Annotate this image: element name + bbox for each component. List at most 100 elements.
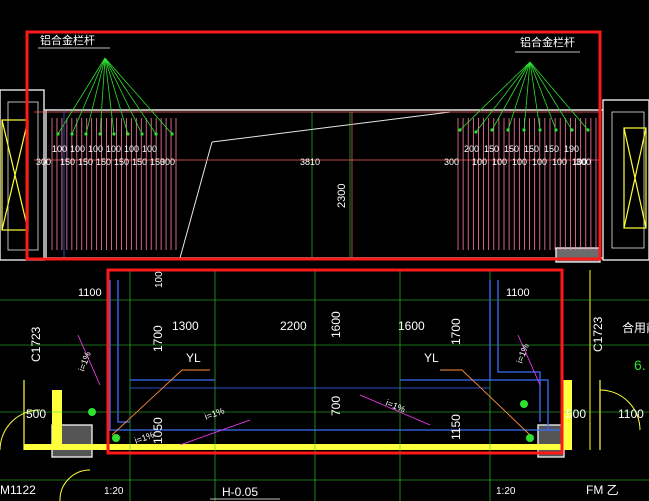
leader-fan-left [56, 57, 174, 136]
right-bar-bottom-dim: 100 [532, 157, 547, 167]
left-fan-leader-dot [56, 132, 60, 136]
right-fan-leader-dot [554, 128, 558, 132]
dim-2200: 2200 [280, 319, 307, 333]
left-fan-leader-dot [140, 132, 144, 136]
drain-dot-4 [526, 434, 534, 442]
scale-left: 1:20 [104, 486, 124, 497]
highlight-upper-balcony[interactable] [25, 30, 602, 261]
left-fan-leader-dot [170, 132, 174, 136]
left-bar-top-dim: 100 [106, 144, 121, 154]
dim-300-right: 300 [444, 157, 459, 167]
drain-points [88, 400, 534, 442]
scale-right: 1:20 [496, 486, 516, 497]
right-bar-top-dim: 150 [484, 144, 499, 154]
left-bar-bottom-dim: 150 [132, 157, 147, 167]
slope-arrows [77, 334, 541, 446]
dim-700: 700 [329, 396, 343, 416]
yellow-elements [1, 119, 647, 450]
dim-2300: 2300 [336, 184, 348, 208]
dim-1700-b: 1700 [449, 318, 463, 345]
right-bar-top-dim: 190 [564, 144, 579, 154]
pipe-right-outer [489, 280, 549, 430]
right-bar-bottom-dim: 100 [472, 157, 487, 167]
dim-1150: 1150 [449, 414, 463, 440]
dim-500-left: 500 [26, 407, 46, 421]
door-label-left: M1122 [0, 483, 36, 497]
room-name: 合用前 [622, 320, 649, 335]
yl-right-leader [440, 369, 531, 436]
right-fan-leader [507, 61, 531, 131]
left-fan-leader-dot [112, 132, 116, 136]
dim-1600-a: 1600 [329, 311, 343, 338]
left-bar-bottom-dim: 150 [96, 157, 111, 167]
yl-left-leader [111, 369, 210, 436]
right-bar-top-dim: 150 [544, 144, 559, 154]
left-bar-top-dim: 100 [70, 144, 85, 154]
diag-slab [179, 141, 213, 259]
window-label-left: C1723 [29, 326, 43, 362]
drain-dot-2 [112, 434, 120, 442]
right-fan-leader-dot [570, 128, 574, 132]
dim-500-right: 500 [566, 407, 586, 421]
balcony-rail-bottom [24, 444, 564, 450]
door-arc-bottom-left [59, 469, 91, 501]
drain-dot-1 [88, 408, 96, 416]
right-fan-leader-dot [538, 128, 542, 132]
dim-1700-a: 1700 [151, 325, 165, 352]
right-bar-top-dim: 150 [504, 144, 519, 154]
rail-label-right: 铝合金栏杆 [520, 35, 575, 49]
left-fan-leader [104, 57, 143, 135]
rail-label-left: 铝合金栏杆 [40, 33, 95, 47]
dim-300-left: 300 [36, 157, 51, 167]
right-bar-top-dim: 150 [524, 144, 539, 154]
right-bar-bottom-dim: 100 [512, 157, 527, 167]
left-fan-leader [104, 57, 115, 135]
door-arc-right [599, 389, 641, 431]
right-column [602, 99, 649, 261]
right-fan-leader [529, 61, 573, 131]
railing-bars-left [51, 118, 177, 250]
dim-1100-far-right: 1100 [618, 407, 644, 421]
right-fan-leader [491, 61, 531, 131]
right-fan-leader [475, 61, 531, 133]
left-column-inner [7, 101, 39, 251]
left-bar-top-dim: 100 [142, 144, 157, 154]
left-fan-leader-dot [126, 132, 130, 136]
dim-300-right2: 300 [576, 157, 591, 167]
window-label-right: C1723 [591, 316, 605, 352]
right-fan-leader-dot [506, 128, 510, 132]
fire-door-label: FM 乙 [586, 483, 619, 497]
right-fan-leader-dot [458, 128, 462, 132]
diag-slab-top [211, 111, 451, 143]
left-fan-leader [57, 57, 106, 135]
left-fan-leader [104, 57, 173, 135]
highlight-lower-balcony[interactable] [106, 268, 564, 455]
right-bar-top-dim: 200 [464, 144, 479, 154]
dim-1100-left: 1100 [78, 287, 102, 299]
yl-leaders [111, 369, 531, 436]
drain-dot-3 [520, 400, 528, 408]
left-bar-bottom-dim: 150 [60, 157, 75, 167]
right-fan-leader-dot [490, 128, 494, 132]
right-fan-leader [529, 61, 541, 131]
level-mark: H-0.05 [222, 485, 258, 499]
room-area: 6. [634, 357, 646, 373]
left-bar-top-dim: 100 [124, 144, 139, 154]
left-bar-bottom-dim: 150 [78, 157, 93, 167]
slope-line-1 [77, 334, 101, 386]
right-bar-bottom-dim: 100 [552, 157, 567, 167]
right-fan-leader [523, 61, 531, 131]
pipe-left-outer [109, 280, 560, 431]
left-fan-leader-dot [98, 132, 102, 136]
right-column-inner [611, 111, 645, 249]
right-fan-leader-dot [522, 128, 526, 132]
left-fan-leader [104, 57, 157, 135]
left-column [0, 89, 45, 261]
door-swings [0, 389, 641, 501]
slope-line-2 [179, 419, 251, 446]
slope-line-3 [359, 394, 431, 426]
left-fan-leader [85, 57, 106, 135]
